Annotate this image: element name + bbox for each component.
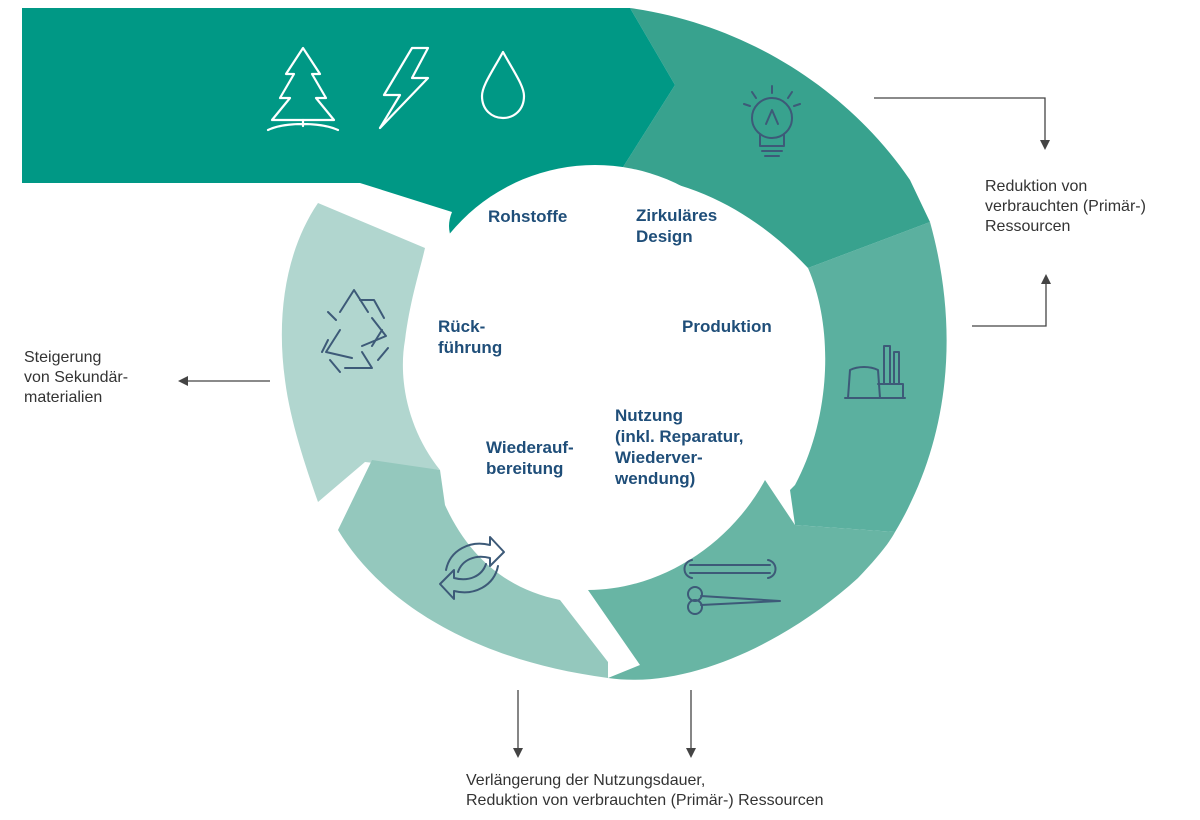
label-produktion-line: Produktion [682, 317, 772, 336]
note-bottom: Verlängerung der Nutzungsdauer, Reduktion… [466, 772, 823, 809]
note-bottom-line: Verlängerung der Nutzungsdauer, [466, 772, 705, 789]
production-segment [790, 222, 947, 532]
lightbulb-icon [743, 85, 801, 157]
right-connector [874, 97, 1047, 327]
recycle-icon [321, 289, 389, 373]
label-nutzung-line: Wiederver- [615, 448, 703, 467]
left-arrowhead [178, 376, 188, 386]
label-nutzung: Nutzung (inkl. Reparatur, Wiederver-wendun… [614, 406, 743, 488]
use-segment [588, 480, 895, 680]
note-bottom-line: Reduktion von verbrauchten (Primär-) Res… [466, 792, 823, 809]
label-rueckfuehrung: Rück-führung [438, 317, 502, 357]
return-segment [281, 203, 440, 502]
bottom-arrowhead-left [513, 748, 523, 758]
right-arrowhead-down [1040, 140, 1050, 150]
label-rueckfuehrung-line: führung [438, 338, 502, 357]
note-left-line: von Sekundär- [24, 369, 128, 386]
label-rohstoffe: Rohstoffe [488, 207, 567, 226]
label-wiederaufbereitung: Wiederauf-bereitung [486, 438, 574, 478]
note-left-line: Steigerung [24, 349, 101, 366]
label-nutzung-line: wendung) [614, 469, 695, 488]
note-right: Reduktion von verbrauchten (Primär-) Resso… [985, 178, 1146, 235]
label-rohstoffe-line: Rohstoffe [488, 207, 567, 226]
bottom-arrowhead-right [686, 748, 696, 758]
factory-icon [844, 345, 906, 399]
label-produktion: Produktion [682, 317, 772, 336]
note-right-line: Ressourcen [985, 218, 1070, 235]
label-rueckfuehrung-line: Rück- [438, 317, 485, 336]
water-drop-icon [480, 50, 526, 120]
center-circle [407, 165, 783, 541]
refresh-arrows-icon [439, 536, 505, 600]
label-zirkulaeres-design-line: Zirkuläres [636, 206, 717, 225]
label-wiederaufbereitung-line: bereitung [486, 459, 563, 478]
lightning-icon [378, 46, 430, 130]
note-right-line: Reduktion von [985, 178, 1087, 195]
tree-icon [266, 46, 340, 132]
label-wiederaufbereitung-line: Wiederauf- [486, 438, 574, 457]
note-left: Steigerung von Sekundär-materialien [24, 349, 128, 406]
note-left-line: materialien [24, 389, 102, 406]
label-nutzung-line: (inkl. Reparatur, [615, 427, 743, 446]
label-zirkulaeres-design-line: Design [636, 227, 693, 246]
reprocessing-segment [338, 460, 608, 678]
right-arrowhead-up [1041, 274, 1051, 284]
bottom-connectors [517, 690, 692, 750]
note-right-line: verbrauchten (Primär-) [985, 198, 1146, 215]
label-nutzung-line: Nutzung [615, 406, 683, 425]
tools-icon [683, 559, 781, 615]
